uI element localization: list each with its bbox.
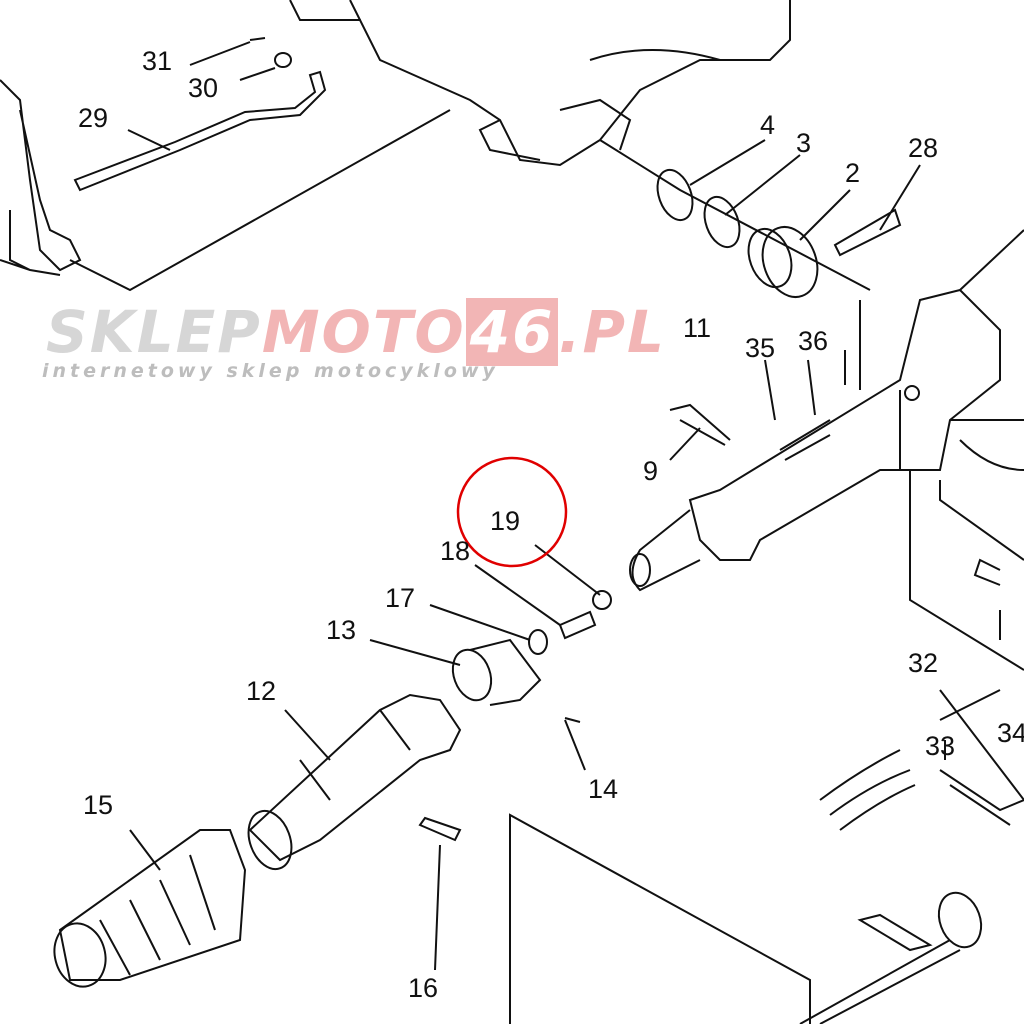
label-28: 28 [908,133,939,163]
label-30: 30 [188,73,219,103]
label-2: 2 [845,158,861,188]
label-11: 11 [683,313,712,343]
label-33: 33 [925,731,956,761]
label-36: 36 [798,326,829,356]
label-12: 12 [246,676,277,706]
label-15: 15 [83,790,114,820]
label-9: 9 [643,456,659,486]
label-4: 4 [760,110,776,140]
label-16: 16 [408,973,439,1003]
label-31: 31 [142,46,173,76]
label-35: 35 [745,333,776,363]
label-14: 14 [588,774,619,804]
label-19: 19 [490,506,521,536]
label-13: 13 [326,615,357,645]
label-32: 32 [908,648,939,678]
watermark-tagline: internetowy sklep motocyklowy [42,360,499,382]
label-3: 3 [796,128,812,158]
label-17: 17 [385,583,416,613]
label-18: 18 [440,536,471,566]
label-34: 34 [997,718,1024,748]
watermark-logo: SKLEPMOTO46.PL [46,298,666,366]
highlight-circle [456,456,568,568]
label-29: 29 [78,103,109,133]
